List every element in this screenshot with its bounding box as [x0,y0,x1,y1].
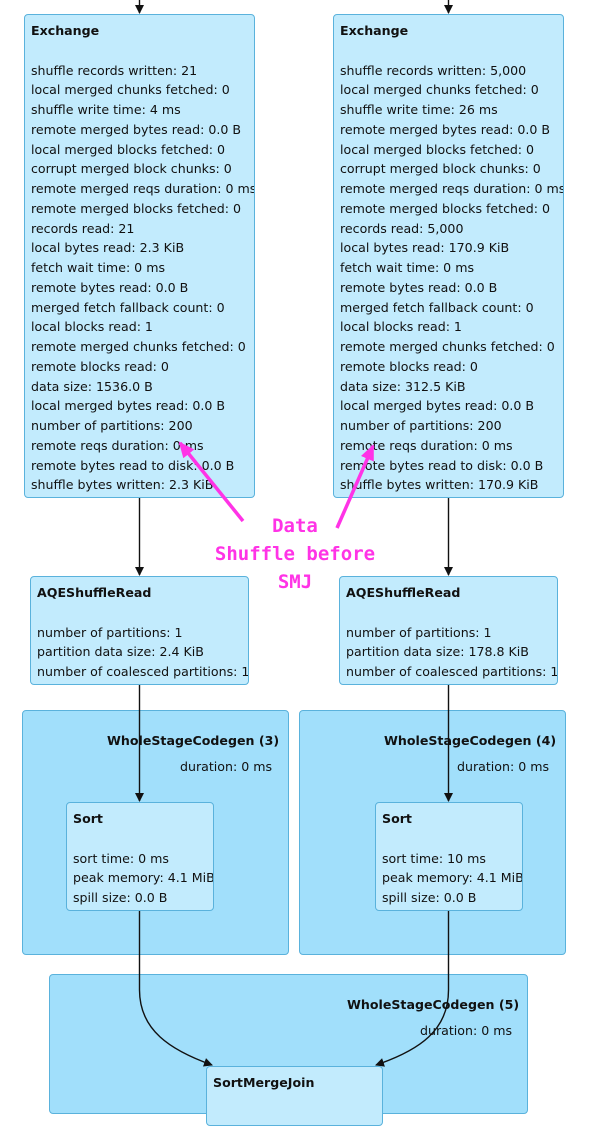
metric-line: remote blocks read: 0 [31,358,169,374]
edge-sort-smj-right [375,911,450,1067]
sort-right-title: Sort [382,811,412,826]
metric-line: Data [272,515,318,537]
metric-line: local merged bytes read: 0.0 B [31,398,226,414]
wsc3-title: WholeStageCodegen (3) [107,733,280,748]
metric-line: fetch wait time: 0 ms [340,260,475,275]
metric-line: remote bytes read: 0.0 B [31,279,189,295]
metric-line: peak memory: 4.1 MiB [382,870,523,886]
wsc3-duration: duration: 0 ms [180,759,273,774]
exchange-left-title: Exchange [31,23,100,38]
aqe-right-node[interactable]: AQEShuffleRead number of partitions: 1 pa… [339,576,558,685]
metric-line: peak memory: 4.1 MiB [73,870,214,886]
metric-line: number of partitions: 200 [31,418,193,433]
metric-line: local blocks read: 1 [340,319,462,335]
metric-line: shuffle write time: 26 ms [340,102,498,117]
metric-line: local merged chunks fetched: 0 [31,82,230,98]
metric-line: merged fetch fallback count: 0 [340,299,534,315]
exchange-left-node[interactable]: Exchange shuffle records written: 21 loca… [24,14,255,498]
sort-left-metrics: sort time: 0 ms peak memory: 4.1 MiB spill… [73,849,214,908]
metric-line: corrupt merged block chunks: 0 [31,161,232,177]
metric-line: data size: 312.5 KiB [340,378,466,394]
metric-line: local merged bytes read: 0.0 B [340,398,535,414]
metric-line: shuffle records written: 21 [31,62,198,78]
metric-line: remote bytes read to disk: 0.0 B [340,457,544,473]
metric-line: remote reqs duration: 0 ms [31,437,204,453]
aqe-left-node[interactable]: AQEShuffleRead number of partitions: 1 pa… [30,576,249,685]
metric-line: corrupt merged block chunks: 0 [340,161,541,177]
metric-line: remote bytes read: 0.0 B [340,279,498,295]
metric-line: shuffle bytes written: 2.3 KiB [31,477,214,493]
metric-line: spill size: 0.0 B [382,890,477,905]
aqe-left-metrics: number of partitions: 1 partition data si… [37,623,249,682]
metric-line: SMJ [277,571,313,593]
edge-sort-smj-left [138,911,213,1067]
metric-line: number of coalesced partitions: 1 [346,664,558,679]
metric-line: records read: 5,000 [340,220,464,236]
metric-line: data size: 1536.0 B [31,378,153,394]
metric-line: local merged blocks fetched: 0 [31,141,226,157]
metric-line: local blocks read: 1 [31,319,153,335]
metric-line: records read: 21 [31,220,135,236]
metric-line: number of partitions: 1 [37,624,183,640]
exchange-right-title: Exchange [340,23,409,38]
annotation-arrow-left [178,441,245,523]
exchange-right-node[interactable]: Exchange shuffle records written: 5,000 l… [333,14,564,498]
metric-line: partition data size: 2.4 KiB [37,644,204,660]
metric-line: remote blocks read: 0 [340,358,478,374]
metric-line: sort time: 10 ms [382,850,486,866]
aqe-right-title: AQEShuffleRead [346,585,461,600]
wsc4-duration: duration: 0 ms [457,759,550,774]
metric-line: remote merged blocks fetched: 0 [31,200,242,216]
metric-line: spill size: 0.0 B [73,890,168,905]
metric-line: remote bytes read to disk: 0.0 B [31,457,235,473]
metric-line: shuffle records written: 5,000 [340,62,527,78]
exchange-left-metrics: shuffle records written: 21 local merged … [31,61,255,496]
exchange-right-metrics: shuffle records written: 5,000 local merg… [340,61,564,496]
aqe-left-title: AQEShuffleRead [37,585,152,600]
metric-line: remote reqs duration: 0 ms [340,437,513,453]
metric-line: sort time: 0 ms [73,850,169,866]
sort-left-node[interactable]: Sort sort time: 0 ms peak memory: 4.1 MiB… [66,802,214,911]
metric-line: number of partitions: 1 [346,624,492,640]
metric-line: shuffle bytes written: 170.9 KiB [340,477,539,493]
metric-line: remote merged bytes read: 0.0 B [340,121,550,137]
metric-line: local bytes read: 2.3 KiB [31,240,185,256]
metric-line: shuffle write time: 4 ms [31,102,181,117]
metric-line: local merged blocks fetched: 0 [340,141,535,157]
metric-line: remote merged chunks fetched: 0 [340,339,555,354]
wsc5-duration: duration: 0 ms [420,1023,513,1038]
metric-line: partition data size: 178.8 KiB [346,644,529,660]
sort-right-metrics: sort time: 10 ms peak memory: 4.1 MiB spil… [382,849,523,908]
metric-line: remote merged reqs duration: 0 ms [31,181,255,196]
metric-line: Shuffle before [214,543,376,565]
wsc5-title: WholeStageCodegen (5) [347,997,520,1012]
annotation-arrow-right [335,444,375,529]
metric-line: remote merged blocks fetched: 0 [340,200,551,216]
metric-line: local bytes read: 170.9 KiB [340,240,510,256]
metric-line: number of coalesced partitions: 1 [37,664,249,679]
aqe-right-metrics: number of partitions: 1 partition data si… [346,623,558,682]
metric-line: remote merged reqs duration: 0 ms [340,181,564,196]
metric-line: number of partitions: 200 [340,418,502,433]
metric-line: local merged chunks fetched: 0 [340,82,539,98]
sort-left-title: Sort [73,811,103,826]
wsc4-title: WholeStageCodegen (4) [384,733,557,748]
metric-line: remote merged bytes read: 0.0 B [31,121,241,137]
metric-line: remote merged chunks fetched: 0 [31,339,246,354]
metric-line: fetch wait time: 0 ms [31,260,166,275]
smj-title: SortMergeJoin [213,1075,315,1090]
metric-line: merged fetch fallback count: 0 [31,299,225,315]
sort-right-node[interactable]: Sort sort time: 10 ms peak memory: 4.1 Mi… [375,802,523,911]
